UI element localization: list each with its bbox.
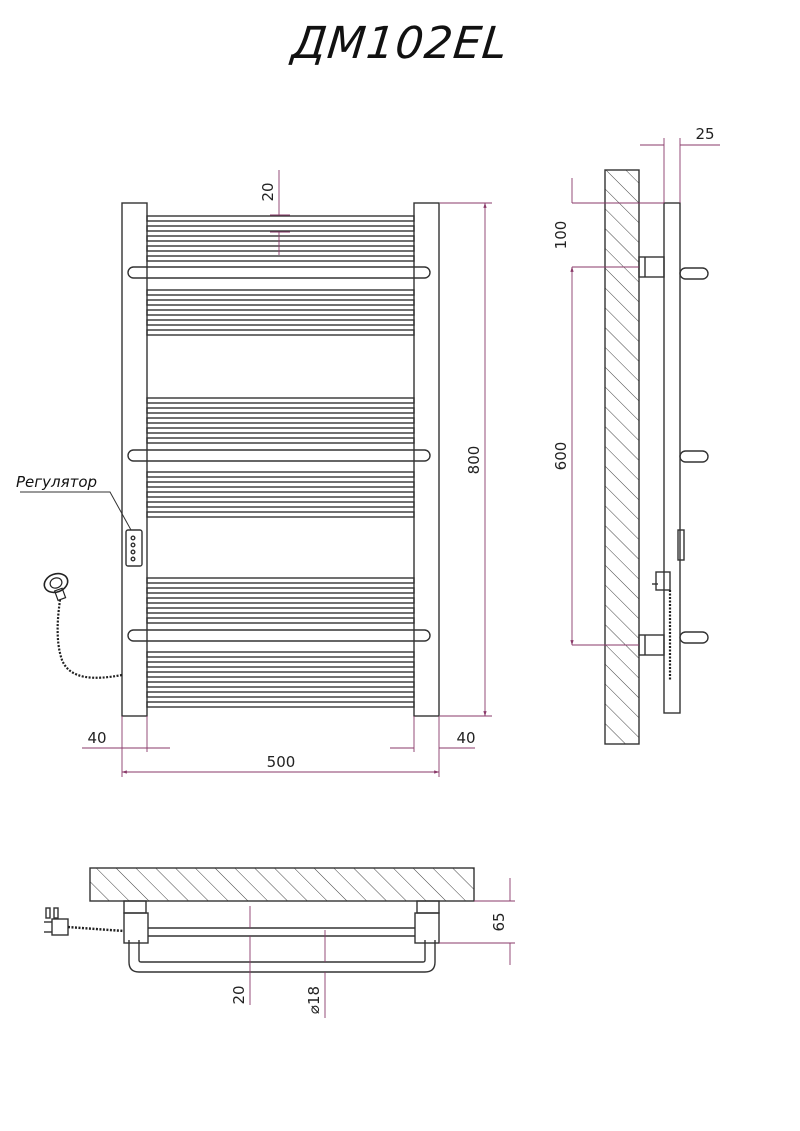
rung bbox=[146, 471, 415, 478]
regulator-box bbox=[125, 529, 143, 567]
side-post bbox=[663, 202, 681, 714]
rung bbox=[146, 245, 415, 252]
rung bbox=[146, 617, 415, 624]
top-post-left bbox=[123, 912, 149, 944]
rung bbox=[146, 491, 415, 498]
rung bbox=[146, 225, 415, 232]
round-bar-middle bbox=[127, 449, 431, 462]
rung bbox=[146, 511, 415, 518]
top-mount-right bbox=[416, 900, 440, 914]
plug-side bbox=[655, 571, 671, 591]
dim-diameter-18: ⌀18 bbox=[305, 986, 323, 1014]
bar-stub-middle bbox=[679, 450, 709, 463]
side-dimensions bbox=[570, 138, 720, 646]
rung bbox=[146, 255, 415, 262]
rung bbox=[146, 661, 415, 668]
rung bbox=[146, 235, 415, 242]
dim-left-post: 40 bbox=[87, 729, 106, 747]
dim-mount-spacing-600: 600 bbox=[552, 442, 570, 471]
dim-depth-25: 25 bbox=[695, 125, 714, 143]
plug-top bbox=[44, 907, 69, 936]
rung bbox=[146, 427, 415, 434]
top-dimensions bbox=[249, 878, 515, 1018]
dim-rail-gap-20: 20 bbox=[230, 985, 248, 1004]
regulator-knob bbox=[130, 535, 136, 541]
side-view bbox=[604, 169, 709, 745]
left-post bbox=[121, 202, 148, 717]
regulator-side bbox=[677, 529, 685, 561]
dim-right-post: 40 bbox=[456, 729, 475, 747]
side-wall bbox=[604, 169, 640, 745]
mount-top bbox=[638, 256, 665, 278]
dim-top-gap: 20 bbox=[259, 182, 277, 201]
rung bbox=[146, 319, 415, 326]
rung bbox=[146, 397, 415, 404]
rung bbox=[146, 671, 415, 678]
regulator-leader bbox=[20, 491, 132, 531]
front-view bbox=[20, 202, 440, 717]
rungs-top bbox=[146, 215, 415, 336]
regulator-label: Регулятор bbox=[16, 473, 97, 491]
rung bbox=[146, 681, 415, 688]
rungs-bottom bbox=[146, 577, 415, 708]
rung bbox=[146, 299, 415, 306]
plug-front bbox=[43, 572, 69, 602]
dim-top-depth-65: 65 bbox=[490, 912, 508, 931]
round-bar-top bbox=[127, 266, 431, 279]
dim-width-500: 500 bbox=[267, 753, 296, 771]
rung bbox=[146, 329, 415, 336]
front-dimensions bbox=[82, 170, 492, 777]
rung bbox=[146, 701, 415, 708]
dim-top-offset-100: 100 bbox=[552, 221, 570, 250]
round-bar-bottom bbox=[127, 629, 431, 642]
rung bbox=[146, 587, 415, 594]
top-wall bbox=[89, 867, 475, 902]
rung bbox=[146, 691, 415, 698]
top-view bbox=[44, 867, 475, 973]
rung bbox=[146, 577, 415, 584]
rung bbox=[146, 407, 415, 414]
rung bbox=[146, 309, 415, 316]
top-round-bar bbox=[128, 940, 436, 973]
rung bbox=[146, 597, 415, 604]
rungs-middle bbox=[146, 397, 415, 518]
rung bbox=[146, 651, 415, 658]
rung bbox=[146, 215, 415, 222]
dim-height-800: 800 bbox=[465, 446, 483, 475]
bar-stub-top bbox=[679, 267, 709, 280]
mount-bottom bbox=[638, 634, 665, 656]
rung bbox=[146, 481, 415, 488]
bar-stub-bottom bbox=[679, 631, 709, 644]
rung bbox=[146, 289, 415, 296]
top-post-right bbox=[414, 912, 440, 944]
coiled-cord bbox=[56, 599, 123, 679]
rung bbox=[146, 501, 415, 508]
top-mount-left bbox=[123, 900, 147, 914]
right-post bbox=[413, 202, 440, 717]
rung bbox=[146, 437, 415, 444]
cord-top bbox=[67, 925, 125, 933]
rung bbox=[146, 607, 415, 614]
rung bbox=[146, 417, 415, 424]
